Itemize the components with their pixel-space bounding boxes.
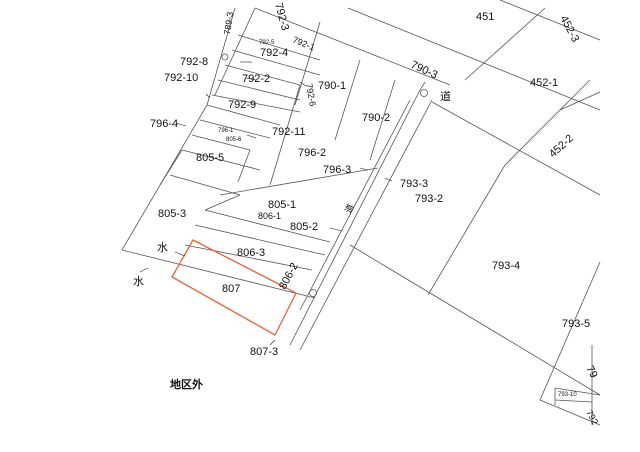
parcel-label-805-2: 805-2: [290, 221, 318, 233]
parcel-label-452-2: 452-2: [547, 132, 576, 160]
parcel-label-792-4: 792-4: [260, 47, 288, 59]
parcel-label-792-2: 792-2: [242, 73, 270, 85]
parcel-label-805-6: 805-6: [226, 137, 242, 143]
parcel-label-806-3: 806-3: [237, 247, 265, 259]
parcel-labels: 451 452-3 452-1 452-2 792-3 789-3 792-5 …: [150, 2, 600, 427]
parcel-label-793-5: 793-5: [562, 318, 590, 330]
parcel-label-452-3: 452-3: [557, 14, 581, 44]
parcel-label-793-2: 793-2: [415, 193, 443, 205]
parcel-label-796-1: 796-1: [218, 128, 234, 134]
parcel-label-792-9: 792-9: [228, 99, 256, 111]
parcel-label-792-6: 792-6: [304, 83, 318, 107]
parcel-label-792-1: 792-1: [291, 35, 316, 53]
parcel-label-792-3: 792-3: [272, 2, 291, 32]
parcel-label-792-5: 792-5: [259, 40, 275, 46]
outside-district-label: 地区外: [170, 377, 203, 391]
parcel-label-790-1: 790-1: [318, 80, 346, 92]
parcel-label-793-10: 793-10: [558, 392, 577, 398]
highlighted-parcel-807: [171, 239, 297, 336]
water-label: 水: [133, 275, 144, 288]
parcel-label-805-3: 805-3: [158, 208, 186, 220]
parcel-label-807-3: 807-3: [250, 346, 278, 358]
parcel-label-796-3: 796-3: [323, 164, 351, 176]
parcel-label-805-1: 805-1: [268, 199, 296, 211]
parcel-label-805-5: 805-5: [196, 152, 224, 164]
parcel-label-792-fragment: 792: [584, 408, 600, 426]
leader-arrows: [139, 61, 426, 346]
water-label: 水: [157, 241, 168, 254]
parcel-label-796-2: 796-2: [298, 147, 326, 159]
parcel-label-806-2: 806-2: [277, 261, 301, 291]
parcel-label-792-8: 792-8: [180, 56, 208, 68]
parcel-boundaries: [121, 0, 601, 426]
road-label: 道: [342, 202, 356, 215]
survey-marker: [309, 289, 317, 297]
parcel-label-793-3: 793-3: [400, 178, 428, 190]
parcel-label-792-10: 792-10: [164, 72, 198, 84]
parcel-label-790-3: 790-3: [409, 59, 440, 82]
parcel-label-451: 451: [476, 11, 494, 23]
parcel-label-807: 807: [222, 283, 240, 295]
road-label: 道: [440, 89, 451, 103]
parcel-label-792-11: 792-11: [272, 126, 305, 138]
survey-marker: [221, 53, 229, 61]
survey-marker: [420, 89, 428, 97]
parcel-label-79-fragment: 79: [583, 364, 599, 380]
parcel-label-806-1: 806-1: [258, 211, 281, 221]
parcel-label-790-2: 790-2: [362, 112, 390, 124]
parcel-label-789-3: 789-3: [222, 11, 235, 35]
parcel-label-793-4: 793-4: [492, 260, 520, 272]
parcel-label-796-4: 796-4: [150, 118, 178, 130]
parcel-label-452-1: 452-1: [530, 77, 558, 89]
